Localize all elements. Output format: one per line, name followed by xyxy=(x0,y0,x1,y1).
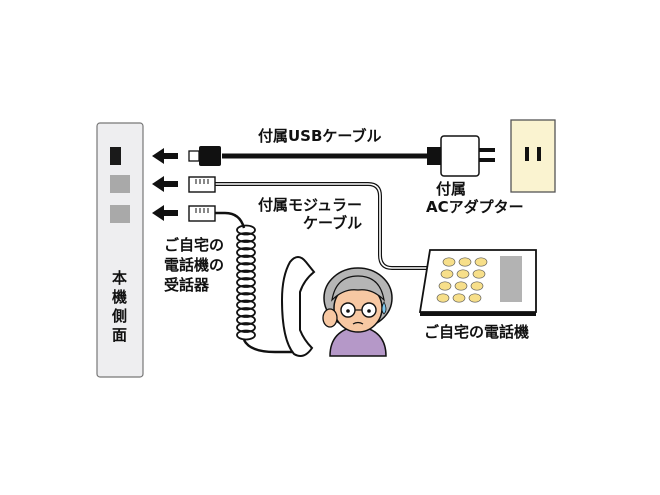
ac-adapter-icon xyxy=(427,135,495,177)
keypad-button xyxy=(442,257,456,267)
modular-cable-label-line2: ケーブル xyxy=(303,214,362,232)
coil-loop xyxy=(236,329,256,341)
handset-icon xyxy=(280,256,316,357)
side-panel-char-2: 機 xyxy=(112,288,127,306)
keypad-button xyxy=(436,293,450,303)
coil-loop xyxy=(236,307,256,318)
side-panel-char-4: 面 xyxy=(112,326,127,344)
keypad-button xyxy=(470,281,484,291)
keypad-button xyxy=(468,293,482,303)
coil-loop xyxy=(236,262,256,273)
modular-port-1 xyxy=(110,175,130,193)
coil-loop xyxy=(236,292,256,303)
adapter-label-line2: ACアダプター xyxy=(426,198,524,216)
modular-cable xyxy=(188,176,430,270)
usb-cable-label: 付属USBケーブル xyxy=(258,127,382,145)
keypad-button xyxy=(440,269,454,279)
modular-plug-icon xyxy=(188,176,216,193)
telephone-keypad xyxy=(436,257,488,303)
device-side-panel: 本 機 側 面 xyxy=(96,122,144,378)
elderly-woman-icon xyxy=(322,267,393,357)
arrow-left-icon xyxy=(152,148,178,164)
arrow-left-icon xyxy=(152,176,178,192)
coil-loop xyxy=(236,224,256,236)
keypad-button xyxy=(456,269,470,279)
side-panel-char-1: 本 xyxy=(112,269,127,287)
coil-loop xyxy=(236,322,256,333)
keypad-button xyxy=(474,257,488,267)
coil-loop xyxy=(236,277,256,288)
power-outlet-icon xyxy=(510,119,556,193)
handset-label-line2: 電話機の xyxy=(164,256,224,274)
usb-cable xyxy=(188,146,428,166)
coil-loop xyxy=(236,254,256,266)
handset-label-line1: ご自宅の xyxy=(164,236,224,254)
side-panel-char-3: 側 xyxy=(111,307,127,325)
coil-loop xyxy=(236,239,256,251)
coil-loop xyxy=(236,247,256,258)
keypad-button xyxy=(438,281,452,291)
adapter-label-line1: 付属 xyxy=(436,180,466,198)
modular-plug-icon xyxy=(188,205,216,222)
handset-coil-cord xyxy=(188,205,292,354)
usb-plug-icon xyxy=(188,146,221,166)
keypad-button xyxy=(454,281,468,291)
handset-label-line3: 受話器 xyxy=(164,276,210,294)
keypad-button xyxy=(452,293,466,303)
modular-cable-label-line1: 付属モジュラー xyxy=(258,196,362,214)
coil-loop xyxy=(236,314,256,326)
coil-loop xyxy=(236,269,256,281)
coil-loop xyxy=(236,232,256,243)
arrow-left-icon xyxy=(152,205,178,221)
modular-port-2 xyxy=(110,205,130,223)
usb-port xyxy=(110,147,121,165)
home-phone-label: ご自宅の電話機 xyxy=(424,323,529,341)
keypad-button xyxy=(472,269,486,279)
telephone-base-icon xyxy=(418,249,537,316)
coil-loop xyxy=(236,284,256,296)
keypad-button xyxy=(458,257,472,267)
coil-loop xyxy=(236,299,256,311)
